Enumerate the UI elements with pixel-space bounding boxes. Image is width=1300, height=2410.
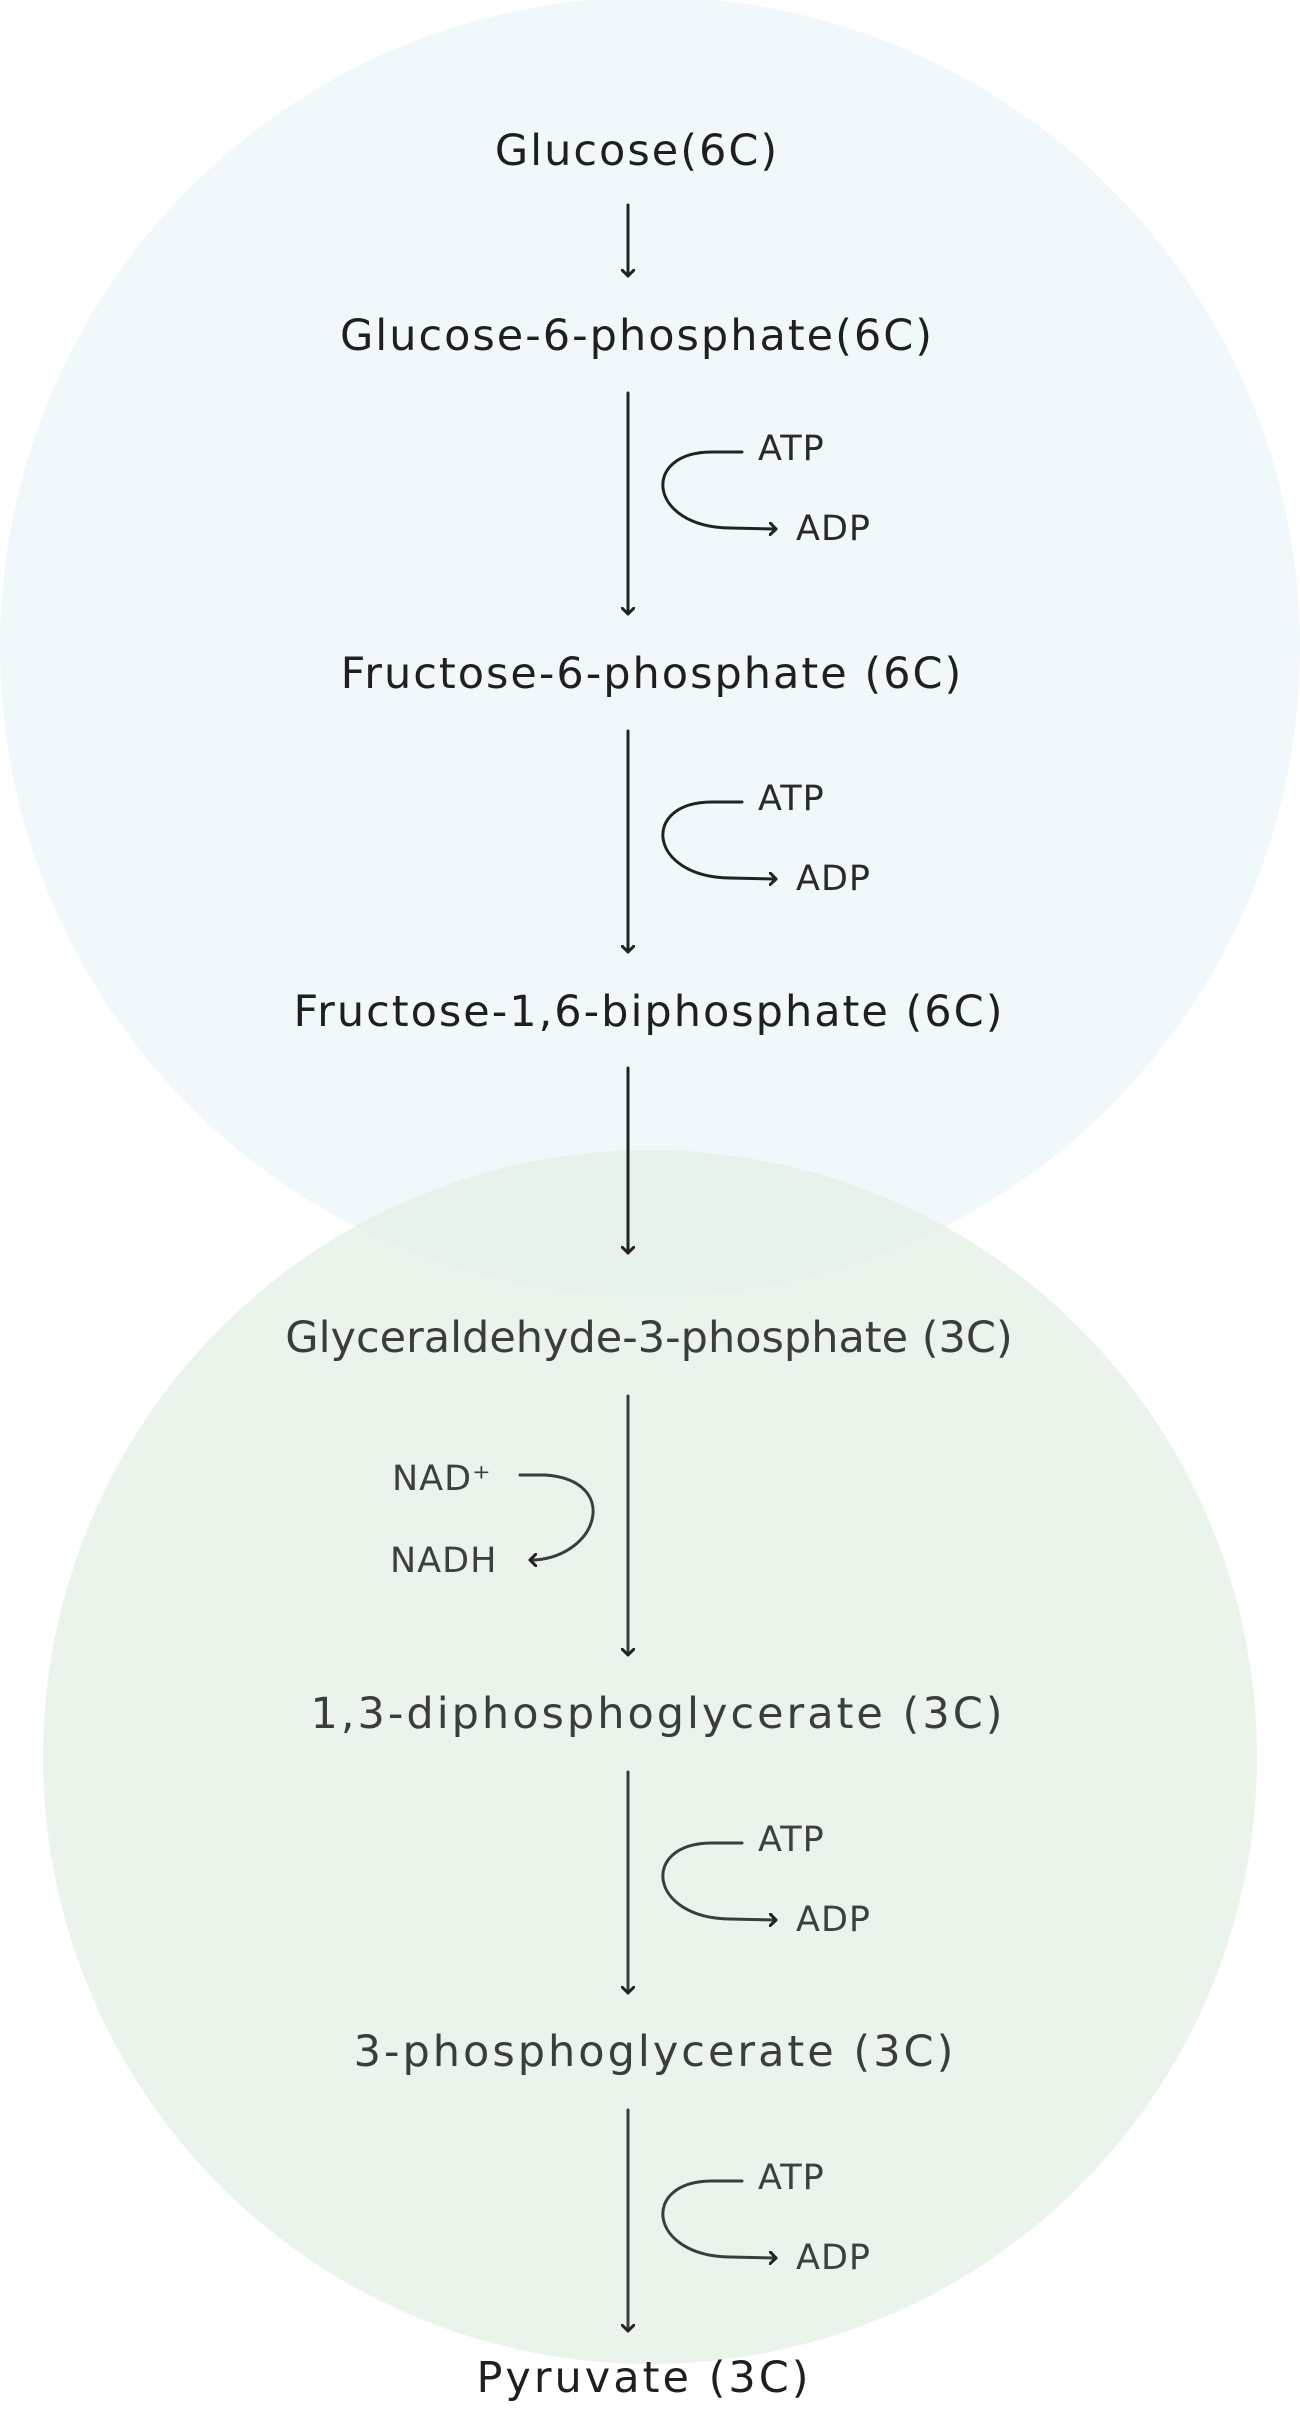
cofactor-out-3: NADH [390, 1541, 497, 1581]
cofactor-curve-5 [661, 2179, 778, 2258]
cofactor-out-1: ADP [796, 509, 871, 549]
cofactor-in-2: ATP [758, 779, 825, 819]
cofactor-in-1: ATP [758, 429, 825, 469]
upper-phase-circle [0, 0, 1300, 1297]
cofactor-curve-4 [661, 1841, 778, 1920]
cofactor-out-2: ADP [796, 859, 871, 899]
step-glucose: Glucose(6C) [495, 126, 779, 176]
cofactor-curve-1 [661, 450, 778, 529]
step-glucose-6-phosphate: Glucose-6-phosphate(6C) [340, 311, 934, 361]
cofactor-curve-2 [661, 800, 778, 879]
cofactor-in-4: ATP [758, 1820, 825, 1860]
step-3-phosphoglycerate: 3-phosphoglycerate (3C) [354, 2027, 957, 2077]
step-1-3-diphosphoglycerate: 1,3-diphosphoglycerate (3C) [311, 1689, 1006, 1739]
step-pyruvate: Pyruvate (3C) [476, 2353, 811, 2403]
cofactor-out-5: ADP [796, 2238, 871, 2278]
cofactor-in-5: ATP [758, 2158, 825, 2198]
step-glyceraldehyde-3-phosphate: Glyceraldehyde-3-phosphate (3C) [285, 1313, 1012, 1363]
step-fructose-1-6-biphosphate: Fructose-1,6-biphosphate (6C) [294, 987, 1005, 1037]
cofactor-in-3: NAD⁺ [392, 1459, 492, 1499]
cofactor-out-4: ADP [796, 1900, 871, 1940]
cofactor-curve-3 [518, 1473, 595, 1560]
step-fructose-6-phosphate: Fructose-6-phosphate (6C) [341, 649, 964, 699]
lower-phase-circle [43, 1150, 1257, 2364]
